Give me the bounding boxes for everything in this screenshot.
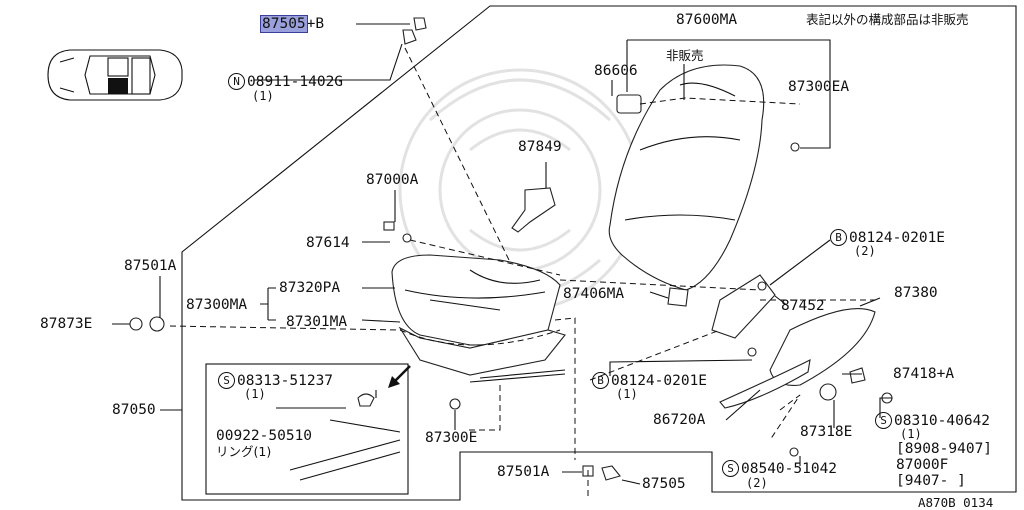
part-87380-callout[interactable]: 87380 — [894, 285, 938, 301]
part-87000F-date-range: [9407- ] — [896, 473, 966, 489]
part-87418A-callout[interactable]: 87418+A — [893, 366, 955, 382]
part-87614-callout[interactable]: 87614 — [306, 235, 350, 251]
car-thumbnail-icon — [47, 49, 183, 101]
assembly-lines — [169, 47, 880, 500]
group-frame — [181, 5, 1017, 501]
inset-part-08313-qty: (1) — [244, 387, 266, 401]
part-87501A-left-callout[interactable]: 87501A — [124, 258, 177, 274]
part-number[interactable]: 08911-1402G — [247, 74, 344, 90]
part-87505-bottom-callout[interactable]: 87505 — [642, 476, 686, 492]
seat-cushion-drawing — [391, 254, 566, 410]
not-sold-note: 表記以外の構成部品は非販売 — [806, 12, 969, 27]
part-87300MA-callout[interactable]: 87300MA — [186, 297, 248, 313]
part-87501A-bottom-callout[interactable]: 87501A — [497, 464, 550, 480]
part-87452-callout[interactable]: 87452 — [781, 298, 825, 314]
part-87300EA-callout[interactable]: 87300EA — [788, 79, 850, 95]
part-08540-qty: (2) — [746, 476, 768, 490]
part-87301MA-callout[interactable]: 87301MA — [286, 314, 348, 330]
part-suffix: +B — [306, 16, 325, 32]
part-86720A-callout[interactable]: 86720A — [653, 412, 706, 428]
part-08310-qty: (1) — [900, 427, 922, 441]
screw-symbol-icon: S — [722, 460, 739, 477]
part-87600MA-callout[interactable]: 87600MA — [676, 12, 738, 28]
nut-symbol-icon: N — [228, 73, 245, 90]
inset-frame — [205, 363, 409, 495]
bolt-symbol-icon: B — [830, 229, 847, 246]
inset-part-00922-qty: リング(1) — [216, 444, 272, 459]
part-87318E-callout[interactable]: 87318E — [800, 424, 853, 440]
part-87406MA-callout[interactable]: 87406MA — [563, 286, 625, 302]
part-87000A-callout[interactable]: 87000A — [366, 172, 419, 188]
part-number[interactable]: 08124-0201E — [611, 373, 708, 389]
part-number[interactable]: 08540-51042 — [741, 461, 838, 477]
part-number-highlighted[interactable]: 87505 — [260, 15, 308, 33]
part-number[interactable]: 08124-0201E — [849, 230, 946, 246]
bolt-symbol-icon: B — [592, 372, 609, 389]
screw-symbol-icon: S — [218, 372, 235, 389]
part-87050-callout[interactable]: 87050 — [112, 402, 156, 418]
part-87849-callout[interactable]: 87849 — [518, 139, 562, 155]
part-87320PA-callout[interactable]: 87320PA — [279, 280, 341, 296]
part-08124-upper-qty: (2) — [854, 244, 876, 258]
part-87505-top-callout[interactable]: 87505+B — [260, 15, 325, 33]
part-87000F-callout[interactable]: 87000F — [896, 457, 949, 473]
part-08124-lower-qty: (1) — [616, 387, 638, 401]
leader-lines — [112, 23, 892, 485]
part-86606-callout[interactable]: 86606 — [594, 63, 638, 79]
part-08911-qty: (1) — [252, 89, 274, 103]
part-08310-date-range: [8908-9407] — [896, 441, 993, 457]
part-number[interactable]: 08310-40642 — [894, 413, 991, 429]
part-87300E-callout[interactable]: 87300E — [425, 430, 478, 446]
part-87873E-callout[interactable]: 87873E — [40, 316, 93, 332]
document-code: A870B 0134 — [918, 495, 994, 510]
recliner-drawing — [667, 274, 876, 409]
screw-symbol-icon: S — [875, 412, 892, 429]
part-number[interactable]: 08313-51237 — [237, 373, 334, 389]
inset-part-00922-callout[interactable]: 00922-50510 — [216, 428, 313, 444]
not-sold-label: 非販売 — [666, 48, 704, 63]
